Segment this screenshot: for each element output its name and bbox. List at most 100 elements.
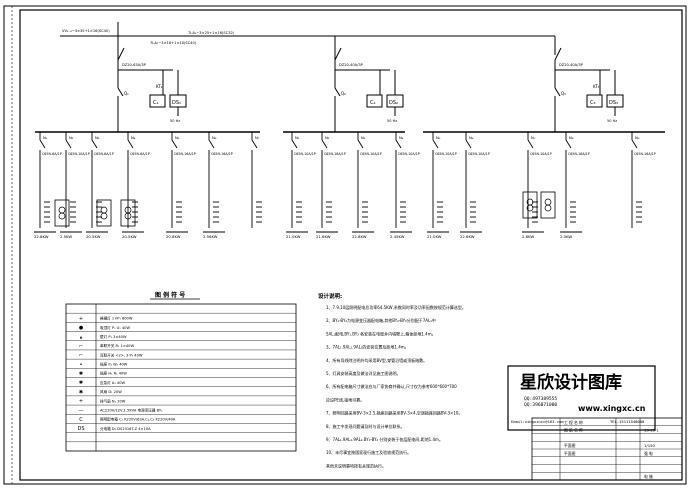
branch-breaker-label: C65N-16A/1P <box>634 152 656 156</box>
branch-breaker-symbol <box>631 139 638 149</box>
branch-load: 2.5KW <box>60 234 72 239</box>
capacitor-label: C₂ <box>370 100 376 106</box>
branch-number: N₁ <box>43 135 48 140</box>
branch-breaker-label: C65N-6A/1P <box>130 152 150 156</box>
branch-breaker-symbol <box>357 139 364 149</box>
transformer-coil-symbol <box>58 212 66 220</box>
branch-load: 22.8KW <box>352 234 367 239</box>
timer-label: KT₃ <box>593 84 600 89</box>
branch-number: N₄ <box>399 135 404 140</box>
branch-load: 21.6KW <box>316 234 331 239</box>
ds-label: DS₂ <box>389 100 398 106</box>
incoming-feeders <box>60 22 556 60</box>
titleblock-cell: 强 电 <box>644 451 653 456</box>
contactor-label: Q₃ <box>561 91 566 96</box>
legend-text: 格栅灯 1×P₁ 800W <box>100 316 133 321</box>
main-breaker-symbol <box>117 47 125 61</box>
timer-label: KT₁ <box>156 84 163 89</box>
branch-load: 22.6KW <box>460 234 475 239</box>
transformer-box <box>120 199 136 227</box>
note-line: 5AL₁配电,BY₁.BY₂ 各安装在电缆井内墙壁上,箱体距地1.4m。 <box>326 330 436 336</box>
branch-breaker-label: C65N-16A/1P <box>174 152 196 156</box>
main-breaker-symbol <box>334 47 342 61</box>
titleblock-cell: 平面图 <box>564 443 576 448</box>
branch-breaker-symbol <box>39 139 46 149</box>
main-breaker-label: DZ20-63A/3P <box>122 63 147 67</box>
legend-symbol: ⌐ <box>79 343 83 349</box>
branch-number: N₃ <box>95 135 100 140</box>
note-line: 9、7AL₁.9AL₁.9AL₂.BY₁-BY₂ 分别安装于各层配电间,距地1.… <box>326 436 443 442</box>
stamp-qq1: QQ:497389555 <box>524 396 557 402</box>
note-line: 8、施工中发现问题请及时与设计单位联系。 <box>326 423 405 429</box>
legend-symbol: ▴ <box>80 334 83 340</box>
feeder-1-upper: VV₃₋₄−3×35+1×16(SC40) <box>62 29 110 33</box>
transformer-coil-symbol <box>100 212 108 220</box>
titleblock-cell: 电 施 <box>644 474 653 479</box>
note-line: 应设PE线,接地可靠。 <box>326 396 364 402</box>
titleblock-cell: 13-15-1 <box>644 428 659 433</box>
capacitor-box <box>149 94 166 108</box>
transformer-coil-symbol <box>526 204 534 212</box>
note-line: 6、所有配电箱尺寸做法应与厂家协商并确认,尺寸仅为参考600*600*700 <box>326 383 457 389</box>
frequency-label: 50 Hz <box>387 119 397 123</box>
transformer-coil-symbol <box>124 212 132 220</box>
branch-number: N₄ <box>131 135 136 140</box>
feeder-2-lower: 7LA₂−3×25+1×16(SC32) <box>188 31 235 35</box>
branch-breaker-symbol <box>565 139 572 149</box>
transformer-coil-symbol <box>100 206 108 214</box>
branch-breaker-symbol <box>527 139 534 149</box>
transformer-box <box>54 199 70 227</box>
legend-text: 照明配电箱 C₁ K220V/63A,C₂,C₃ K220V/40A <box>100 417 176 422</box>
branch-breaker-label: C65N-10A/1P <box>68 152 90 156</box>
branch-breaker-symbol <box>171 139 178 149</box>
branch-load: 20.5KW <box>122 234 137 239</box>
note-line: 10、未尽事宜按国家现行施工及验收规范执行。 <box>326 449 411 455</box>
branch-breaker-label: C65N-10A/1P <box>468 152 490 156</box>
legend-symbol: + <box>79 316 83 322</box>
branch-load: 2.56KW <box>203 234 218 239</box>
main-breaker-symbol <box>554 47 562 61</box>
branch-breaker-symbol <box>395 139 402 149</box>
branch-number: N₉ <box>635 135 640 140</box>
branch-breaker-label: C65N-16A/1P <box>324 152 346 156</box>
branch-breaker-symbol <box>432 139 439 149</box>
contactor-label: Q₁ <box>124 91 129 96</box>
legend-text: 壁灯 P₃ 3×40W <box>100 334 127 339</box>
legend-text: 插座 H₁ R₁ 40W <box>100 371 127 376</box>
brand-stamp: 星欣设计图库 QQ:497389555 QQ:396071000 www.xin… <box>507 365 656 431</box>
design-notes: 设计说明: 1、7.9.10层照明配电总功率64.5KW,系数同时率及功率因数按… <box>318 292 466 468</box>
branch-breaker-symbol <box>65 139 72 149</box>
ds-label: DS₁ <box>172 100 181 106</box>
stamp-qq2: QQ:396071000 <box>524 402 557 408</box>
stamp-name: 星欣设计图库 <box>520 372 622 393</box>
branch-breaker-symbol <box>321 139 328 149</box>
branch-load: 2.0KW <box>560 234 572 239</box>
note-line: 2、BY₁-BY₂为电源变压器配电箱,其他BY₂-BY₆分别配于7AL₁中 <box>326 317 436 323</box>
branch-circuit: N₇ <box>251 132 262 228</box>
branch-number: N₃ <box>361 135 366 140</box>
titleblock-cell: 工 程 名 称 <box>564 420 583 425</box>
outer-border <box>3 5 687 485</box>
note-line: 1、7.9.10层照明配电总功率64.5KW,系数同时率及功率因数按规范计算选型… <box>326 304 466 310</box>
branch-circuit: N₉ C65N-16A/1P <box>631 132 656 228</box>
legend-symbol: ✱ <box>79 380 84 386</box>
note-line: 7、照明回路采用BV-3×2.5,插座回路采用BV-3×4,空调插座回路BV-3… <box>326 410 462 416</box>
capacitor-label: C₃ <box>590 100 596 106</box>
transformer-box <box>96 199 112 227</box>
branch-circuit: N₄ C65N-6A/1P 20.5KW <box>122 132 150 239</box>
branch-breaker-symbol <box>91 139 98 149</box>
legend-text: 插座 P₃ W₁ 40W <box>100 362 128 367</box>
titleblock-cell: 平面图 <box>564 451 576 456</box>
